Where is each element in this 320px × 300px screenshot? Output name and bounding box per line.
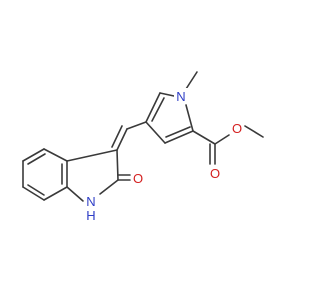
bond bbox=[43, 186, 68, 201]
atom-h-lactam-label: H bbox=[86, 208, 95, 223]
bond bbox=[164, 130, 194, 144]
atom-o-carbonyl: O bbox=[208, 165, 222, 181]
atom-o-lactam: O bbox=[131, 170, 145, 186]
bond bbox=[192, 130, 216, 145]
bond bbox=[244, 125, 264, 138]
atom-o-ester: O bbox=[230, 120, 244, 136]
bond bbox=[185, 104, 194, 132]
bond-layer bbox=[22, 71, 264, 202]
atom-o-ester-label: O bbox=[232, 121, 242, 136]
atom-o-lactam-label: O bbox=[133, 171, 143, 186]
atom-n-pyrrole-label: N bbox=[176, 89, 185, 104]
bond bbox=[145, 121, 166, 144]
bond bbox=[185, 71, 198, 90]
bond bbox=[27, 153, 46, 165]
bond bbox=[22, 186, 45, 201]
bond bbox=[66, 186, 84, 202]
atom-o-carbonyl-label: O bbox=[210, 166, 220, 181]
atom-n-pyrrole: N bbox=[174, 88, 188, 104]
bond bbox=[214, 134, 230, 145]
atom-nh-lactam: N H bbox=[84, 193, 98, 223]
bond bbox=[145, 92, 161, 123]
atom-label-layer: N O O O N H bbox=[84, 88, 244, 223]
bond bbox=[22, 148, 45, 162]
bond bbox=[27, 184, 45, 196]
bond bbox=[159, 92, 175, 97]
bond bbox=[99, 179, 119, 195]
bond bbox=[43, 148, 68, 162]
bond bbox=[165, 126, 191, 138]
bond bbox=[111, 125, 123, 148]
molecule-diagram: N O O O N H bbox=[22, 71, 264, 223]
bond bbox=[151, 97, 165, 122]
bond bbox=[126, 121, 147, 130]
bond bbox=[66, 149, 118, 162]
atom-nh-lactam-label: N bbox=[86, 194, 95, 209]
bond bbox=[116, 128, 128, 151]
structure-canvas: N O O O N H bbox=[22, 71, 264, 223]
